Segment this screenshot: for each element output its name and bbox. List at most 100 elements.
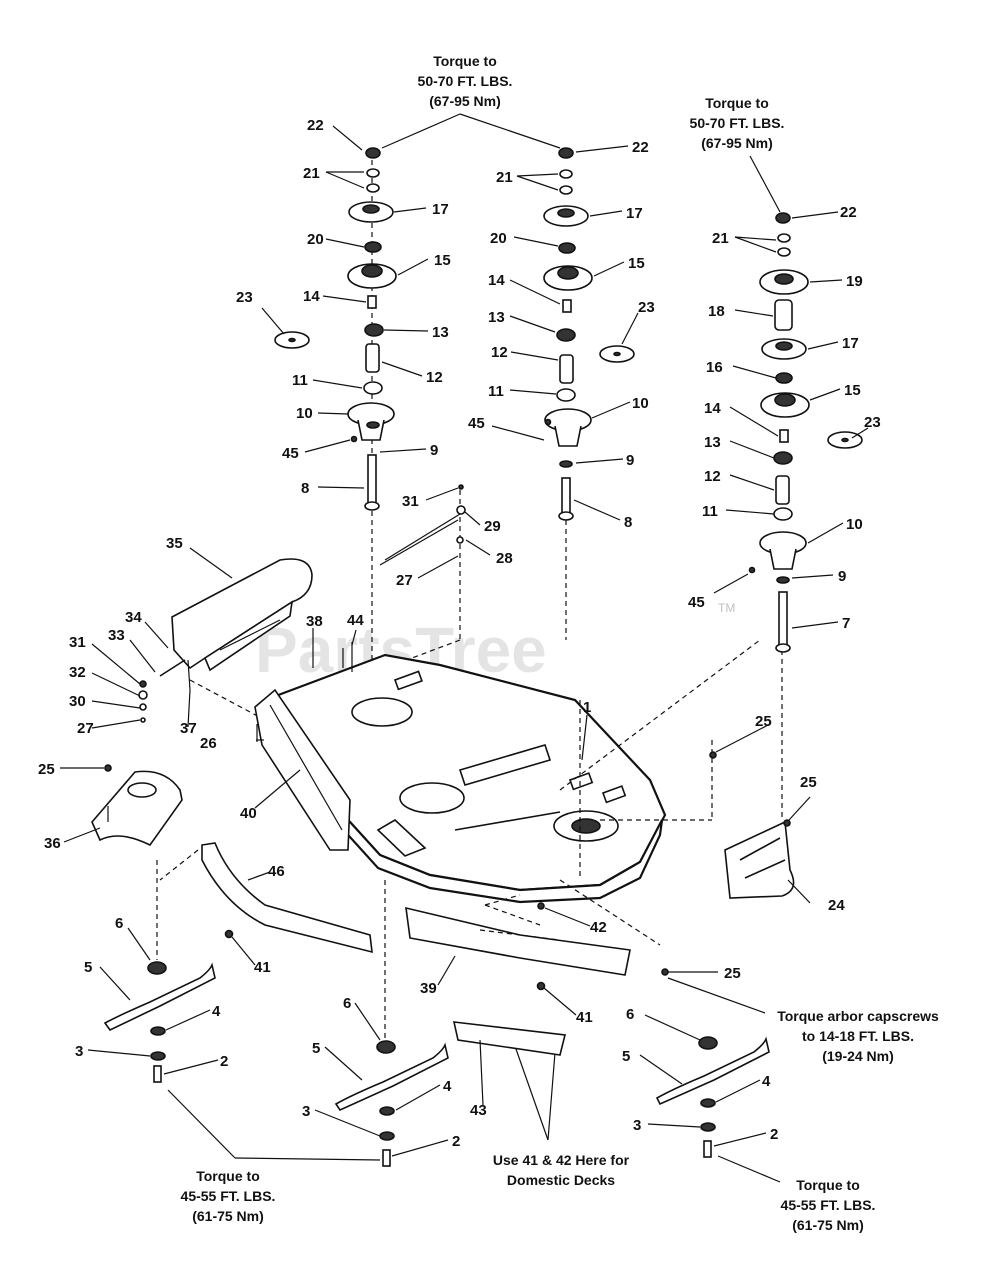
callout-18: 18 — [708, 303, 725, 320]
spindle-assembly-right — [748, 212, 810, 820]
watermark-tm: TM — [718, 601, 735, 615]
callout-12: 12 — [426, 369, 443, 386]
callout-11: 11 — [488, 383, 504, 400]
callout-43: 43 — [470, 1102, 487, 1119]
callout-10: 10 — [846, 516, 863, 533]
callout-24: 24 — [828, 897, 845, 914]
callout-32: 32 — [69, 664, 86, 681]
note-torque-bottom-left: Torque to 45-55 FT. LBS. (61-75 Nm) — [181, 1168, 276, 1224]
callout-22: 22 — [307, 117, 324, 134]
callout-labels: 22 21 17 20 15 14 13 12 11 10 45 9 8 23 … — [38, 117, 881, 1150]
callout-45: 45 — [282, 445, 299, 462]
svg-text:Torque to: Torque to — [705, 95, 769, 111]
pulley-covers — [274, 331, 863, 449]
svg-text:(67-95 Nm): (67-95 Nm) — [429, 93, 501, 109]
baffles — [159, 842, 661, 1056]
blade-assembly-right — [655, 1036, 770, 1158]
callout-11: 11 — [292, 372, 308, 389]
svg-text:(61-75 Nm): (61-75 Nm) — [792, 1217, 864, 1233]
svg-text:(67-95 Nm): (67-95 Nm) — [701, 135, 773, 151]
spindle-assembly-left — [347, 147, 397, 700]
callout-23: 23 — [236, 289, 253, 306]
callout-17: 17 — [432, 201, 449, 218]
callout-44: 44 — [347, 612, 364, 629]
svg-text:Torque arbor capscrews: Torque arbor capscrews — [777, 1008, 939, 1024]
side-baffle — [254, 688, 351, 851]
callout-20: 20 — [490, 230, 507, 247]
callout-5: 5 — [312, 1040, 320, 1057]
callout-17: 17 — [626, 205, 643, 222]
callout-12: 12 — [491, 344, 508, 361]
callout-6: 6 — [343, 995, 351, 1012]
callout-10: 10 — [632, 395, 649, 412]
callout-2: 2 — [220, 1053, 228, 1070]
callout-28: 28 — [496, 550, 513, 567]
belt-shield — [171, 558, 313, 672]
callout-3: 3 — [75, 1043, 83, 1060]
callout-17: 17 — [842, 335, 859, 352]
callout-20: 20 — [307, 231, 324, 248]
callout-11: 11 — [702, 503, 718, 520]
svg-text:45-55 FT. LBS.: 45-55 FT. LBS. — [781, 1197, 876, 1213]
callout-36: 36 — [44, 835, 61, 852]
callout-21: 21 — [712, 230, 729, 247]
callout-16: 16 — [706, 359, 723, 376]
callout-29: 29 — [484, 518, 501, 535]
callout-9: 9 — [430, 442, 438, 459]
svg-text:45-55 FT. LBS.: 45-55 FT. LBS. — [181, 1188, 276, 1204]
callout-9: 9 — [838, 568, 846, 585]
note-domestic-decks: Use 41 & 42 Here for Domestic Decks — [493, 1152, 630, 1188]
callout-35: 35 — [166, 535, 183, 552]
note-leaders — [167, 113, 781, 1183]
svg-text:Torque to: Torque to — [433, 53, 497, 69]
svg-text:50-70 FT. LBS.: 50-70 FT. LBS. — [418, 73, 513, 89]
svg-text:50-70 FT. LBS.: 50-70 FT. LBS. — [690, 115, 785, 131]
callout-40: 40 — [240, 805, 257, 822]
blade-assembly-center — [334, 1040, 449, 1167]
callout-14: 14 — [704, 400, 721, 417]
callout-41: 41 — [576, 1009, 593, 1026]
callout-2: 2 — [770, 1126, 778, 1143]
callout-3: 3 — [302, 1103, 310, 1120]
callout-31: 31 — [402, 493, 419, 510]
callout-23: 23 — [638, 299, 655, 316]
callout-45: 45 — [468, 415, 485, 432]
callout-34: 34 — [125, 609, 142, 626]
callout-12: 12 — [704, 468, 721, 485]
callout-41: 41 — [254, 959, 271, 976]
spindle-assembly-center — [543, 147, 593, 640]
svg-text:Torque to: Torque to — [796, 1177, 860, 1193]
svg-text:(61-75 Nm): (61-75 Nm) — [192, 1208, 264, 1224]
callout-25: 25 — [800, 774, 817, 791]
discharge-chute — [724, 820, 795, 899]
callout-4: 4 — [762, 1073, 771, 1090]
callout-5: 5 — [84, 959, 92, 976]
note-torque-arbor: Torque arbor capscrews to 14-18 FT. LBS.… — [777, 1008, 939, 1064]
callout-46: 46 — [268, 863, 285, 880]
callout-19: 19 — [846, 273, 863, 290]
callout-22: 22 — [632, 139, 649, 156]
callout-15: 15 — [628, 255, 645, 272]
callout-25: 25 — [38, 761, 55, 778]
callout-9: 9 — [626, 452, 634, 469]
svg-text:Use 41 & 42 Here for: Use 41 & 42 Here for — [493, 1152, 630, 1168]
callout-7: 7 — [842, 615, 850, 632]
note-torque-left-top: Torque to 50-70 FT. LBS. (67-95 Nm) — [418, 53, 513, 109]
callout-42: 42 — [590, 919, 607, 936]
callout-38: 38 — [306, 613, 323, 630]
callout-13: 13 — [704, 434, 721, 451]
callout-6: 6 — [115, 915, 123, 932]
callout-13: 13 — [488, 309, 505, 326]
callout-13: 13 — [432, 324, 449, 341]
note-torque-bottom-right: Torque to 45-55 FT. LBS. (61-75 Nm) — [781, 1177, 876, 1233]
callout-33: 33 — [108, 627, 125, 644]
callout-15: 15 — [434, 252, 451, 269]
callout-27: 27 — [77, 720, 94, 737]
callout-39: 39 — [420, 980, 437, 997]
callout-25: 25 — [755, 713, 772, 730]
callout-5: 5 — [622, 1048, 630, 1065]
callout-4: 4 — [212, 1003, 221, 1020]
callout-26: 26 — [200, 735, 217, 752]
svg-text:(19-24 Nm): (19-24 Nm) — [822, 1048, 894, 1064]
